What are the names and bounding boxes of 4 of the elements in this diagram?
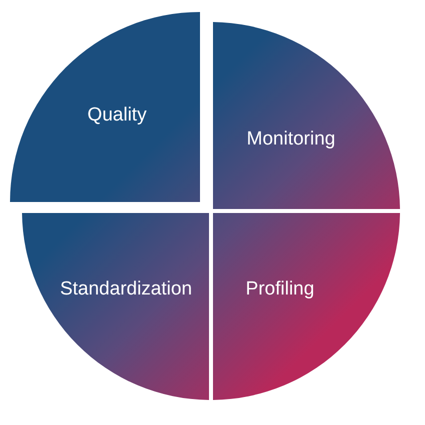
segment-label: Quality [87,106,147,124]
segment-label: Standardization [60,280,192,298]
segment-label: Monitoring [246,130,336,148]
segment-label: Profiling [246,280,314,298]
